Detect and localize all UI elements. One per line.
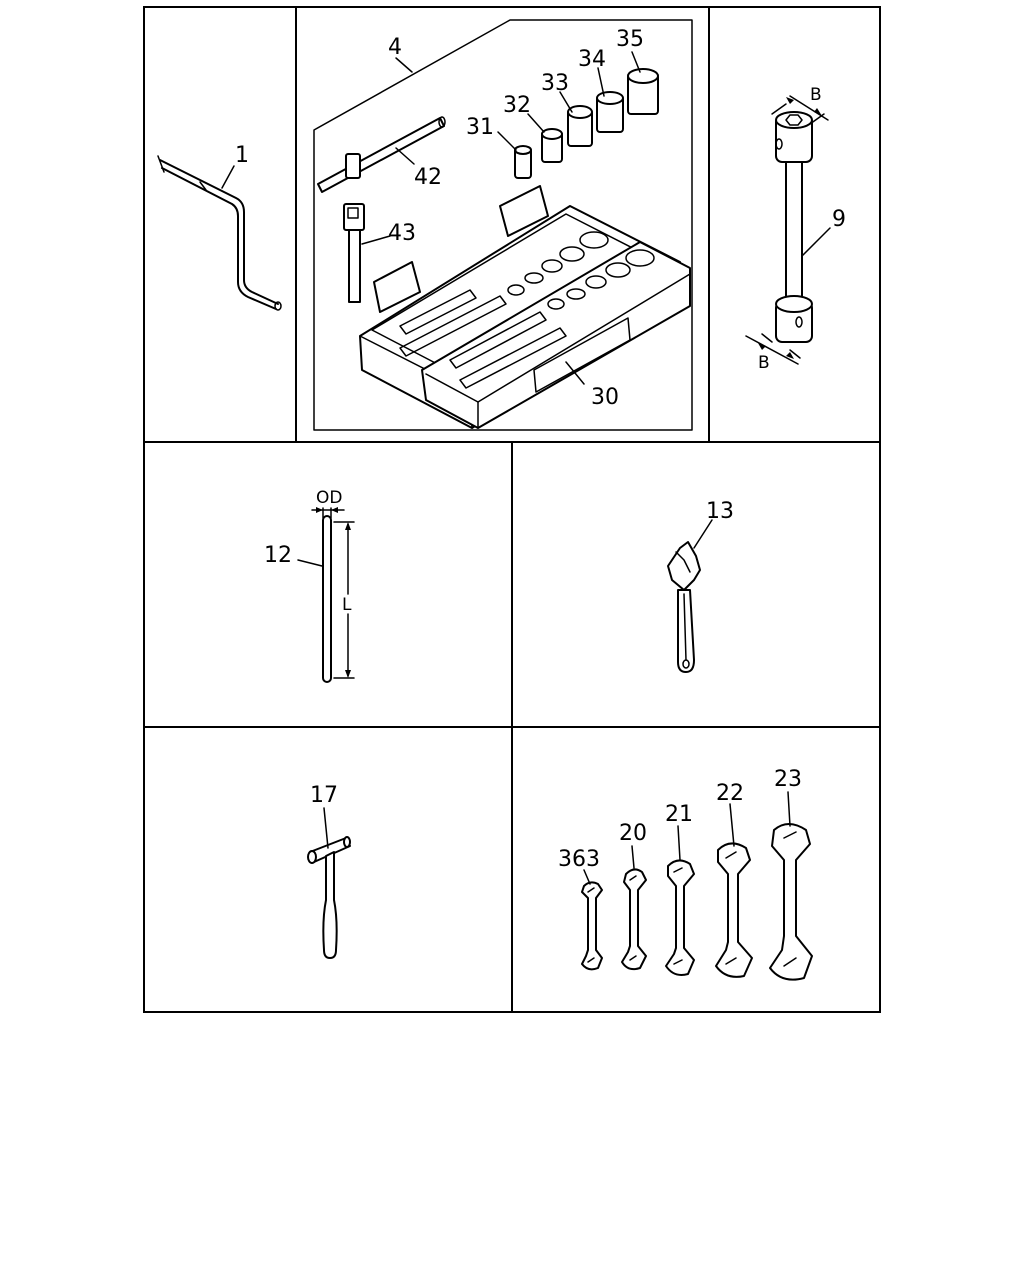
callout-43: 43 (388, 221, 416, 246)
callout-17: 17 (310, 783, 338, 808)
callout-1: 1 (235, 143, 249, 168)
dimension-od: OD (316, 488, 342, 508)
callout-4: 4 (388, 35, 402, 60)
callout-30: 30 (591, 385, 619, 410)
callout-20: 20 (619, 821, 647, 846)
callout-34: 34 (578, 47, 606, 72)
callout-42: 42 (414, 165, 442, 190)
socket-set-drawing (313, 19, 693, 431)
crank-handle-drawing (157, 155, 282, 311)
callout-21: 21 (665, 802, 693, 827)
callout-22: 22 (716, 781, 744, 806)
dimension-b-bottom: B (758, 353, 770, 373)
open-end-wrenches-drawing (581, 791, 813, 981)
dimension-b-top: B (810, 85, 822, 105)
adjustable-wrench-drawing (667, 519, 713, 673)
rod-drawing (297, 507, 355, 683)
callout-363: 363 (558, 847, 600, 872)
callout-23: 23 (774, 767, 802, 792)
dimension-l: L (342, 595, 352, 615)
callout-35: 35 (616, 27, 644, 52)
callout-33: 33 (541, 71, 569, 96)
panel-grid (143, 6, 881, 1013)
box-wrench-drawing (745, 95, 831, 365)
callout-9: 9 (832, 207, 846, 232)
callout-31: 31 (466, 115, 494, 140)
callout-13: 13 (706, 499, 734, 524)
sockets-row (514, 68, 659, 179)
callout-32: 32 (503, 93, 531, 118)
hammer-drawing (307, 807, 351, 959)
callout-12: 12 (264, 543, 292, 568)
